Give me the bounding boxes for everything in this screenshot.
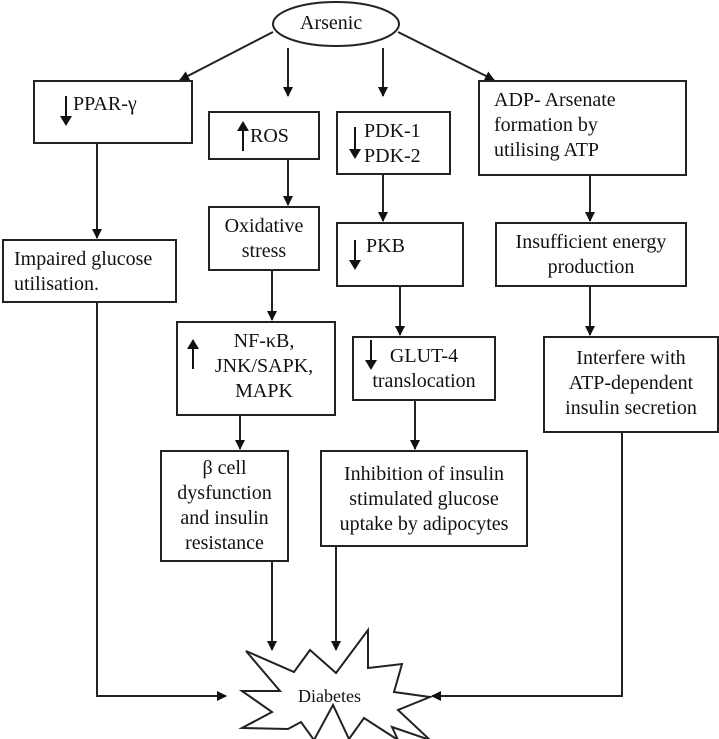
interfere-line-3: insulin secretion (565, 397, 697, 419)
beta-line-3: and insulin (180, 507, 269, 529)
interfere-atp-box: Interfere with ATP-dependent insulin sec… (543, 336, 719, 433)
adp-line-1: ADP- Arsenate (494, 89, 616, 111)
ros-box: ROS (208, 111, 320, 160)
up-arrow-icon (237, 121, 249, 151)
inhibition-line-1: Inhibition of insulin (344, 463, 504, 485)
down-arrow-icon (349, 240, 361, 270)
beta-line-4: resistance (185, 532, 264, 554)
beta-line-2: dysfunction (177, 482, 272, 504)
glut4-line-1: GLUT-4 (389, 345, 459, 367)
down-arrow-icon (349, 127, 361, 159)
arsenic-node: Arsenic (300, 12, 363, 34)
nfkb-line-2: JNK/SAPK, (214, 355, 314, 377)
up-arrow-icon (187, 339, 199, 369)
edge-arsenic-adp (397, 31, 495, 81)
pdk-1-label: PDK-1 (364, 120, 421, 142)
inhibition-line-2: stimulated glucose (349, 488, 499, 510)
impaired-line-1: Impaired glucose (14, 248, 153, 270)
arsenic-node-shape (272, 1, 400, 47)
impaired-glucose-box: Impaired glucose utilisation. (2, 239, 177, 303)
glut4-box: GLUT-4 translocation (352, 336, 496, 401)
edge-arsenic-ppar (179, 31, 274, 81)
beta-cell-box: β cell dysfunction and insulin resistanc… (160, 450, 289, 562)
adp-line-3: utilising ATP (494, 139, 600, 161)
interfere-line-1: Interfere with (576, 347, 686, 369)
oxidative-stress-box: Oxidative stress (208, 206, 320, 271)
adp-arsenate-box: ADP- Arsenate formation by utilising ATP (478, 80, 687, 176)
interfere-line-2: ATP-dependent (568, 372, 694, 394)
nfkb-jnk-mapk-box: NF-κB, JNK/SAPK, MAPK (176, 321, 336, 416)
adp-line-2: formation by (494, 114, 598, 136)
oxidative-line-1: Oxidative (224, 215, 304, 237)
diabetes-node-shape (238, 626, 434, 739)
pkb-box: PKB (336, 222, 464, 287)
insufficient-energy-box: Insufficient energy production (495, 222, 687, 287)
down-arrow-icon (365, 340, 377, 370)
nfkb-line-1: NF-κB, (233, 330, 295, 352)
down-arrow-icon (60, 96, 72, 126)
ppar-gamma-label: PPAR-γ (73, 93, 137, 115)
inhibition-insulin-box: Inhibition of insulin stimulated glucose… (320, 450, 528, 547)
inhibition-line-3: uptake by adipocytes (339, 513, 509, 535)
pdk-2-label: PDK-2 (364, 145, 421, 167)
beta-line-1: β cell (202, 457, 247, 479)
insufficient-line-2: production (547, 256, 635, 278)
nfkb-line-3: MAPK (235, 380, 293, 402)
pdk-box: PDK-1 PDK-2 (336, 111, 451, 175)
pkb-label: PKB (366, 235, 405, 257)
insufficient-line-1: Insufficient energy (515, 231, 667, 253)
impaired-line-2: utilisation. (14, 273, 99, 295)
oxidative-line-2: stress (241, 240, 287, 262)
edge-interfere-diabetes (431, 432, 623, 701)
edge-impaired-diabetes (96, 302, 227, 701)
glut4-line-2: translocation (372, 370, 476, 392)
ros-label: ROS (250, 125, 289, 147)
diabetes-node: Diabetes (298, 686, 361, 706)
ppar-gamma-box: PPAR-γ (33, 80, 193, 144)
